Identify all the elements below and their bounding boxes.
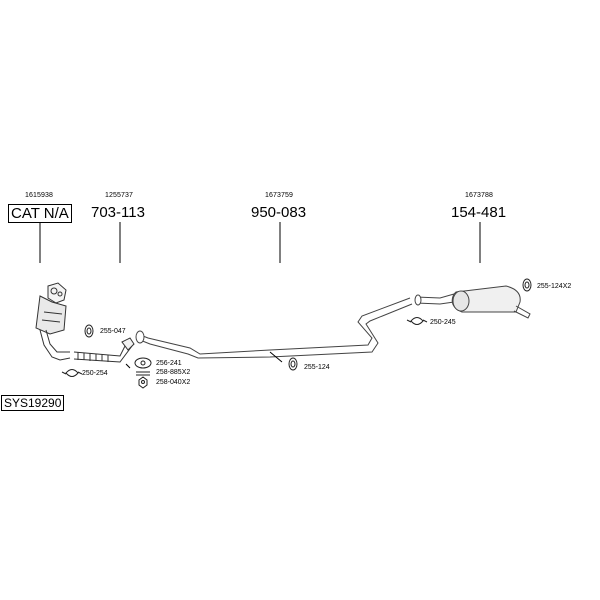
rear-silencer-154 (414, 285, 531, 319)
label-258-885x2[interactable]: 258-885X2 (156, 369, 191, 376)
hanger-255-124 (288, 357, 298, 371)
part-code-950[interactable]: 950-083 (251, 204, 307, 221)
label-256-241[interactable]: 256-241 (156, 360, 182, 367)
front-pipe-703 (73, 337, 135, 363)
label-258-040x2[interactable]: 258-040X2 (156, 379, 191, 386)
catalytic-converter (35, 282, 71, 361)
part-ref-154: 1673788 (465, 192, 493, 199)
part-code-cat[interactable]: CAT N/A (8, 204, 72, 223)
nut-258-040 (138, 376, 148, 389)
middle-pipe-950 (135, 297, 413, 359)
part-ref-cat: 1615938 (25, 192, 53, 199)
hanger-255-047 (84, 324, 94, 338)
label-250-254[interactable]: 250-254 (82, 370, 108, 377)
part-ref-703: 1255737 (105, 192, 133, 199)
label-250-245[interactable]: 250-245 (430, 319, 456, 326)
system-code: SYS19290 (1, 395, 65, 411)
part-ref-950: 1673759 (265, 192, 293, 199)
clamp-250-245 (406, 317, 428, 325)
hanger-255-124x2 (522, 278, 532, 292)
label-255-124[interactable]: 255-124 (304, 364, 330, 371)
clamp-250-254 (61, 369, 83, 377)
label-255-124x2[interactable]: 255-124X2 (537, 283, 572, 290)
gasket-256-241 (134, 357, 152, 369)
label-255-047[interactable]: 255-047 (100, 328, 126, 335)
part-code-703[interactable]: 703-113 (91, 204, 145, 221)
bolt-258-885 (136, 371, 150, 376)
part-code-154[interactable]: 154-481 (451, 204, 507, 221)
